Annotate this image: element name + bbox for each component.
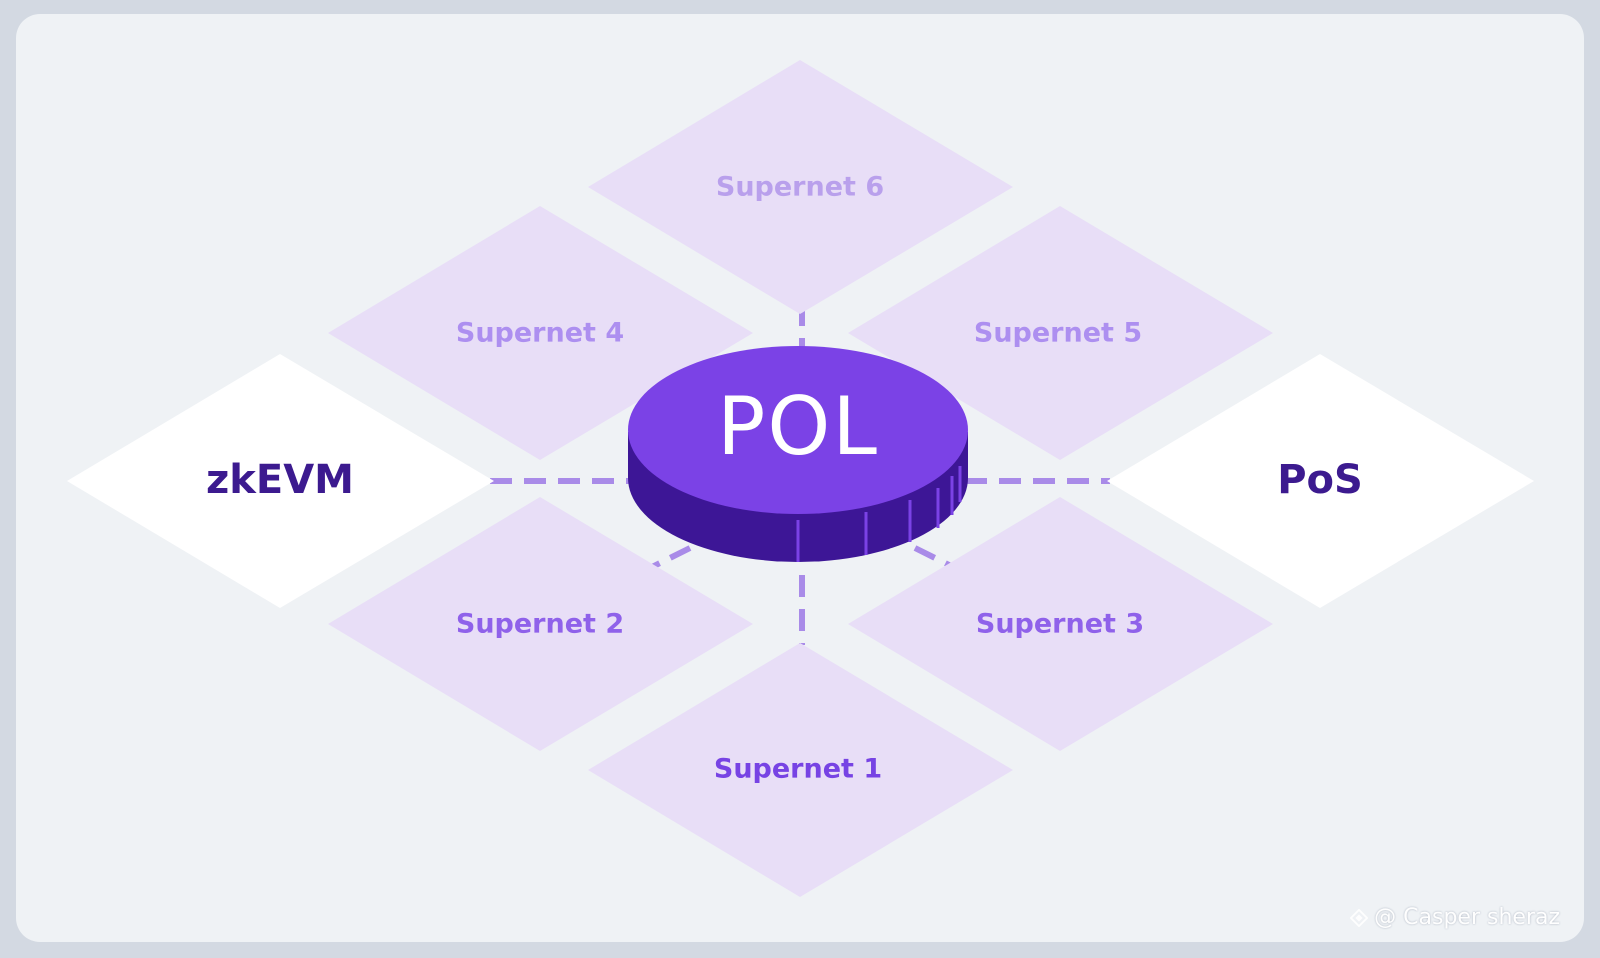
pol-coin-ridges	[796, 466, 962, 562]
pos-label: PoS	[1277, 457, 1363, 503]
supernet-1-node: Supernet 1	[588, 643, 1013, 897]
supernet-2-label: Supernet 2	[456, 609, 624, 640]
pol-ecosystem-diagram: Supernet 6 Supernet 4 Supernet 5 Superne…	[67, 60, 1534, 897]
supernet-5-node: Supernet 5	[848, 206, 1273, 460]
supernet-2-diamond	[328, 497, 753, 751]
diamond-logo-icon	[1350, 908, 1369, 927]
diagram-frame: Supernet 6 Supernet 4 Supernet 5 Superne…	[16, 14, 1584, 942]
pos-diamond	[1107, 354, 1534, 608]
zkevm-label: zkEVM	[206, 457, 354, 503]
supernet-3-diamond	[848, 497, 1273, 751]
pol-coin-label: POL	[717, 380, 879, 473]
watermark: @ Casper sheraz	[1350, 905, 1560, 930]
supernet-3-label: Supernet 3	[976, 609, 1144, 640]
pol-coin-top	[628, 346, 968, 514]
supernet-5-diamond	[848, 206, 1273, 460]
supernet-6-node: Supernet 6	[588, 60, 1013, 314]
zkevm-node: zkEVM	[67, 354, 494, 608]
supernet-4-node: Supernet 4	[328, 206, 753, 460]
supernet-3-node: Supernet 3	[848, 497, 1273, 751]
watermark-text: @ Casper sheraz	[1374, 905, 1560, 930]
supernet-1-diamond	[588, 643, 1013, 897]
supernet-6-label: Supernet 6	[716, 172, 884, 203]
supernet-5-label: Supernet 5	[974, 318, 1142, 349]
supernet-4-label: Supernet 4	[456, 318, 624, 349]
supernet-1-label: Supernet 1	[714, 754, 882, 785]
supernet-6-diamond	[588, 60, 1013, 314]
zkevm-diamond	[67, 354, 494, 608]
pos-node: PoS	[1107, 354, 1534, 608]
pol-coin: POL	[628, 346, 968, 562]
connector-supernet2	[648, 545, 692, 571]
supernet-4-diamond	[328, 206, 753, 460]
supernet-2-node: Supernet 2	[328, 497, 753, 751]
